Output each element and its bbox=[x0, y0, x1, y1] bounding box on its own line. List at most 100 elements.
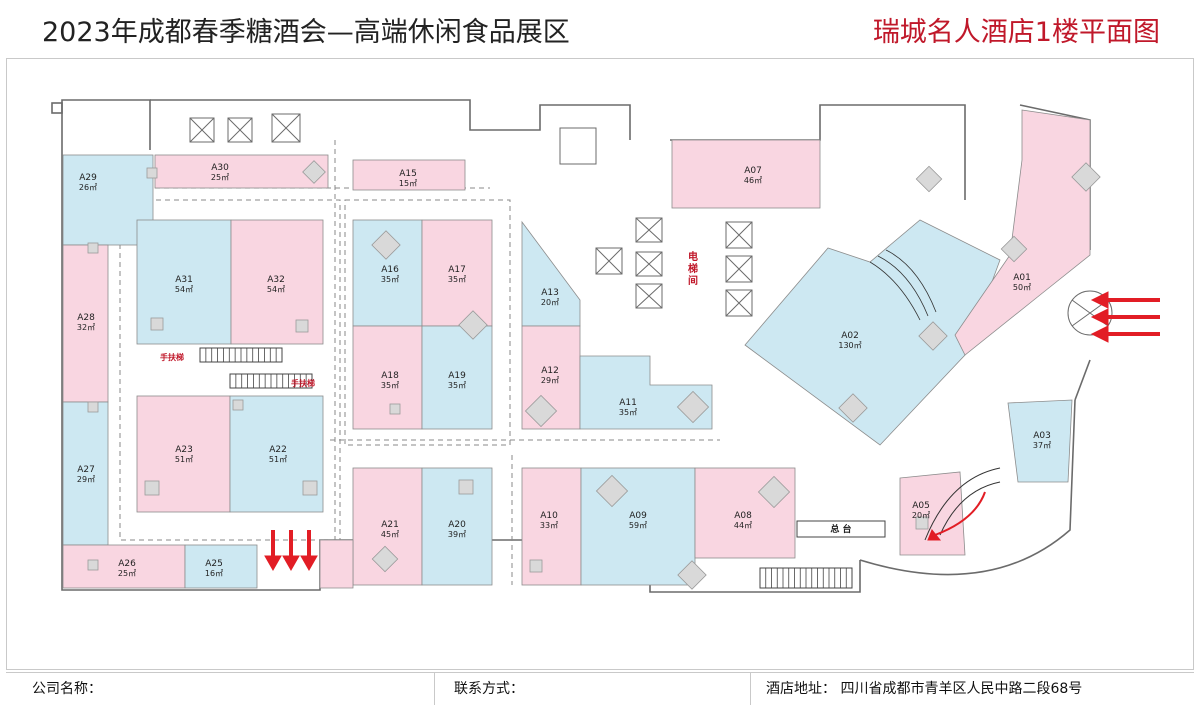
elevator-hall-label: 电梯间 bbox=[688, 250, 698, 287]
booth-id-label: A13 bbox=[541, 288, 559, 298]
contact-field: 联系方式： bbox=[454, 681, 524, 697]
booth-area-label: 33㎡ bbox=[540, 521, 558, 530]
booth-id-label: A31 bbox=[175, 275, 193, 285]
elevator-hall-char: 电 bbox=[688, 250, 698, 263]
escalator-treads bbox=[205, 348, 847, 588]
booth-id-label: A22 bbox=[269, 445, 287, 455]
booth-A05 bbox=[899, 471, 966, 556]
booth-id-label: A29 bbox=[79, 173, 97, 183]
facility-labels: 手扶梯 手扶梯 总 台 bbox=[160, 352, 852, 535]
booth-id-label: A03 bbox=[1033, 431, 1051, 441]
booth-area-label: 45㎡ bbox=[381, 530, 399, 539]
company-name-field: 公司名称： bbox=[32, 681, 102, 697]
booth-id-label: A02 bbox=[841, 331, 859, 341]
booth-area-label: 35㎡ bbox=[448, 275, 466, 284]
booth-area-label: 50㎡ bbox=[1013, 283, 1031, 292]
booth-area-label: 29㎡ bbox=[541, 376, 559, 385]
booth-id-label: A01 bbox=[1013, 273, 1031, 283]
booth-area-label: 20㎡ bbox=[541, 298, 559, 307]
booth-A07 bbox=[671, 139, 821, 209]
booth-id-label: A18 bbox=[381, 371, 399, 381]
arrow-down-icon bbox=[282, 530, 300, 572]
elevator-cores bbox=[189, 113, 753, 317]
stepped-ramp bbox=[869, 249, 937, 321]
booth-area-label: 54㎡ bbox=[175, 285, 193, 294]
header: 2023年成都春季糖酒会—高端休闲食品展区 瑞城名人酒店1楼平面图 bbox=[0, 0, 1200, 58]
booth-id-label: A25 bbox=[205, 559, 223, 569]
booth-id-label: A11 bbox=[619, 398, 637, 408]
footer: 公司名称： 联系方式： 酒店地址： 四川省成都市青羊区人民中路二段68号 bbox=[6, 672, 1194, 705]
booth-area-label: 130㎡ bbox=[838, 341, 861, 350]
booth-area-label: 35㎡ bbox=[619, 408, 637, 417]
booth-A28 bbox=[62, 244, 109, 403]
booth-id-label: A32 bbox=[267, 275, 285, 285]
venue-title: 瑞城名人酒店1楼平面图 bbox=[872, 17, 1160, 48]
spiral-stair bbox=[924, 467, 1001, 541]
booth-id-label: A16 bbox=[381, 265, 399, 275]
booth-id-label: A20 bbox=[448, 520, 466, 530]
booth-area-label: 26㎡ bbox=[79, 183, 97, 192]
booth-area-label: 54㎡ bbox=[267, 285, 285, 294]
booth-id-label: A27 bbox=[77, 465, 95, 475]
arrow-left-icon bbox=[1090, 325, 1160, 343]
booth-id-label: A10 bbox=[540, 511, 558, 521]
booth-area-label: 46㎡ bbox=[744, 176, 762, 185]
booth-A13 bbox=[521, 220, 581, 327]
floor-plan-frame bbox=[6, 58, 1194, 670]
front-desk bbox=[796, 520, 886, 538]
booth-id-label: A07 bbox=[744, 166, 762, 176]
booth-A15 bbox=[352, 159, 466, 191]
booth-A19 bbox=[421, 325, 493, 430]
page-title: 2023年成都春季糖酒会—高端休闲食品展区 bbox=[42, 17, 570, 48]
footer-divider bbox=[750, 673, 751, 705]
booth-A03 bbox=[1007, 399, 1073, 483]
booth-area-label: 25㎡ bbox=[211, 173, 229, 182]
elevator-hall-char: 间 bbox=[688, 274, 698, 287]
booth-area-label: 51㎡ bbox=[175, 455, 193, 464]
booth-id-label: A23 bbox=[175, 445, 193, 455]
booth-area-label: 20㎡ bbox=[912, 511, 930, 520]
booth-area-label: 15㎡ bbox=[399, 179, 417, 188]
booth-area-label: 29㎡ bbox=[77, 475, 95, 484]
booth-area-label: 35㎡ bbox=[448, 381, 466, 390]
booth-A26 bbox=[62, 544, 186, 589]
front-desk-label: 总 台 bbox=[830, 523, 851, 535]
booth-A20 bbox=[421, 467, 493, 586]
booth-id-label: A08 bbox=[734, 511, 752, 521]
footer-divider bbox=[434, 673, 435, 705]
booth-A01 bbox=[954, 109, 1091, 356]
booth-area-label: 35㎡ bbox=[381, 275, 399, 284]
booth-area-label: 35㎡ bbox=[381, 381, 399, 390]
arrow-left-icon bbox=[1090, 308, 1160, 326]
booth-id-label: A28 bbox=[77, 313, 95, 323]
booth-A18 bbox=[352, 325, 423, 430]
booth-A27 bbox=[62, 401, 109, 546]
booth-area-label: 25㎡ bbox=[118, 569, 136, 578]
booth-area-label: 44㎡ bbox=[734, 521, 752, 530]
pillars bbox=[87, 160, 1101, 590]
booth-id-label: A05 bbox=[912, 501, 930, 511]
curved-arrow-head-icon bbox=[927, 529, 942, 541]
booth-id-label: A26 bbox=[118, 559, 136, 569]
booth-area-label: 39㎡ bbox=[448, 530, 466, 539]
booth-area-label: 37㎡ bbox=[1033, 441, 1051, 450]
hotel-address: 酒店地址： 四川省成都市青羊区人民中路二段68号 bbox=[766, 681, 1083, 697]
arrow-left-icon bbox=[1090, 291, 1160, 309]
booth-id-label: A19 bbox=[448, 371, 466, 381]
booth-A30 bbox=[154, 154, 329, 189]
booth-A11 bbox=[579, 355, 713, 430]
escalator-label: 手扶梯 bbox=[160, 352, 184, 362]
booth-A02 bbox=[744, 219, 1001, 446]
booth-id-label: A17 bbox=[448, 265, 466, 275]
arrow-down-icon bbox=[264, 530, 282, 572]
booth-id-label: A09 bbox=[629, 511, 647, 521]
booth-id-label: A12 bbox=[541, 366, 559, 376]
booth-id-label: A21 bbox=[381, 520, 399, 530]
booth-A17 bbox=[421, 219, 493, 327]
booth-id-label: A30 bbox=[211, 163, 229, 173]
elevator-hall-char: 梯 bbox=[688, 262, 698, 275]
booth-area-label: 51㎡ bbox=[269, 455, 287, 464]
escalator-label: 手扶梯 bbox=[291, 378, 315, 388]
